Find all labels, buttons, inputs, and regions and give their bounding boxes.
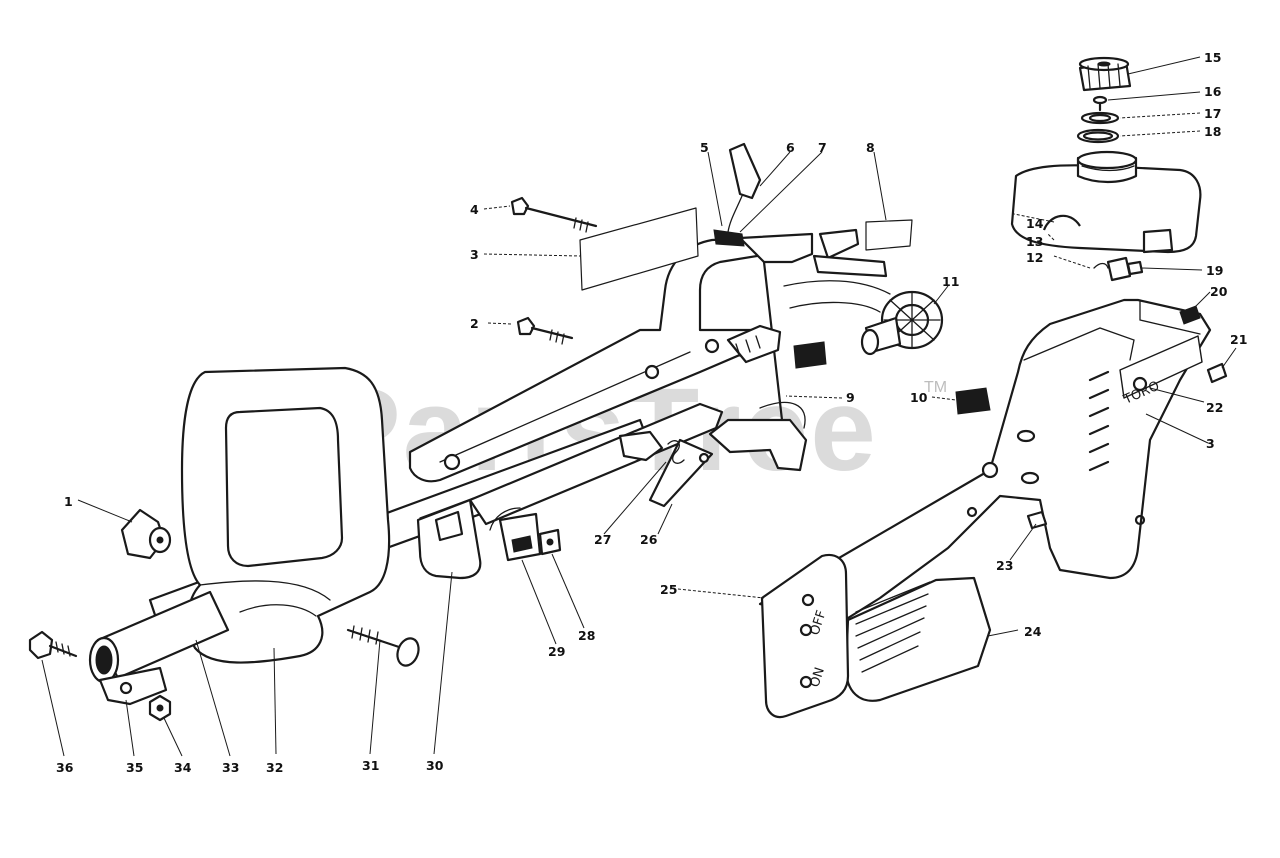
watermark-trademark: TM bbox=[924, 379, 947, 396]
clip-7 bbox=[713, 229, 745, 247]
callout-29: 29 bbox=[548, 644, 565, 659]
loop-handle bbox=[180, 366, 391, 664]
gasket-18 bbox=[1076, 128, 1120, 144]
switch-cover-25: OFF ON bbox=[760, 553, 850, 719]
callout-1: 1 bbox=[64, 494, 73, 509]
callout-19: 19 bbox=[1206, 263, 1223, 278]
bracket-9 bbox=[708, 401, 808, 472]
leader-lines bbox=[41, 56, 1237, 757]
callout-35: 35 bbox=[126, 760, 143, 775]
callout-13: 13 bbox=[1026, 234, 1043, 249]
connector-20 bbox=[1179, 305, 1201, 325]
bolt-4 bbox=[510, 196, 598, 233]
lower-frame-bar bbox=[468, 402, 724, 526]
frame-left-half bbox=[408, 232, 814, 483]
callout-4: 4 bbox=[470, 202, 479, 217]
callout-24: 24 bbox=[1024, 624, 1042, 639]
callout-23: 23 bbox=[996, 558, 1013, 573]
callout-6: 6 bbox=[786, 140, 795, 155]
callout-33: 33 bbox=[222, 760, 239, 775]
switch-plate-28 bbox=[538, 528, 562, 556]
switch-off-label: OFF bbox=[808, 609, 830, 638]
callout-30: 30 bbox=[426, 758, 444, 773]
wire-tab-6 bbox=[727, 142, 762, 233]
callout-5: 5 bbox=[700, 140, 709, 155]
callout-9: 9 bbox=[846, 390, 855, 405]
callout-7: 7 bbox=[818, 140, 827, 155]
ignition-module bbox=[783, 228, 891, 313]
carbon-blocks bbox=[793, 341, 991, 415]
callout-22: 22 bbox=[1206, 400, 1223, 415]
frame-right-half: TORO bbox=[758, 298, 1212, 620]
callout-3-right: 3 bbox=[1206, 436, 1215, 451]
callout-18: 18 bbox=[1204, 124, 1221, 139]
valve-16 bbox=[1092, 95, 1108, 112]
callout-20: 20 bbox=[1210, 284, 1228, 299]
fuel-tank-14 bbox=[1010, 150, 1202, 254]
nut-34 bbox=[148, 694, 172, 722]
callout-21: 21 bbox=[1230, 332, 1247, 347]
callout-12: 12 bbox=[1026, 250, 1043, 265]
callout-15: 15 bbox=[1204, 50, 1221, 65]
callout-3-left: 3 bbox=[470, 247, 479, 262]
fuel-cap-15 bbox=[1078, 56, 1132, 92]
callout-31: 31 bbox=[362, 758, 379, 773]
clip-21 bbox=[1206, 362, 1228, 384]
bolt-36 bbox=[28, 630, 78, 660]
callout-14: 14 bbox=[1026, 216, 1044, 231]
callout-32: 32 bbox=[266, 760, 283, 775]
callout-25: 25 bbox=[660, 582, 677, 597]
callout-17: 17 bbox=[1204, 106, 1221, 121]
flywheel-11 bbox=[860, 290, 944, 356]
decal-3-left bbox=[579, 207, 699, 291]
callout-36: 36 bbox=[56, 760, 74, 775]
callout-28: 28 bbox=[578, 628, 595, 643]
switch-29 bbox=[489, 507, 542, 562]
callout-34: 34 bbox=[174, 760, 192, 775]
switch-housing-30 bbox=[416, 498, 482, 580]
decal-8 bbox=[865, 219, 913, 251]
connector-block bbox=[726, 324, 782, 364]
shaft-tube-end bbox=[88, 590, 230, 706]
carriage-bolt-31 bbox=[346, 625, 420, 667]
callout-11: 11 bbox=[942, 274, 959, 289]
callout-10: 10 bbox=[910, 390, 928, 405]
callout-27: 27 bbox=[594, 532, 611, 547]
callout-8: 8 bbox=[866, 140, 875, 155]
callout-labels: 1 2 3 3 4 5 6 7 8 9 10 11 12 13 14 15 16… bbox=[56, 50, 1247, 775]
callout-16: 16 bbox=[1204, 84, 1222, 99]
throttle-lever-26 bbox=[618, 430, 714, 508]
callout-26: 26 bbox=[640, 532, 658, 547]
washer-17 bbox=[1080, 111, 1120, 125]
switch-on-label: ON bbox=[808, 666, 828, 690]
fuel-fittings bbox=[1093, 256, 1144, 282]
callout-2: 2 bbox=[470, 316, 479, 331]
bolt-2 bbox=[516, 316, 574, 345]
handle-knob bbox=[120, 508, 172, 560]
